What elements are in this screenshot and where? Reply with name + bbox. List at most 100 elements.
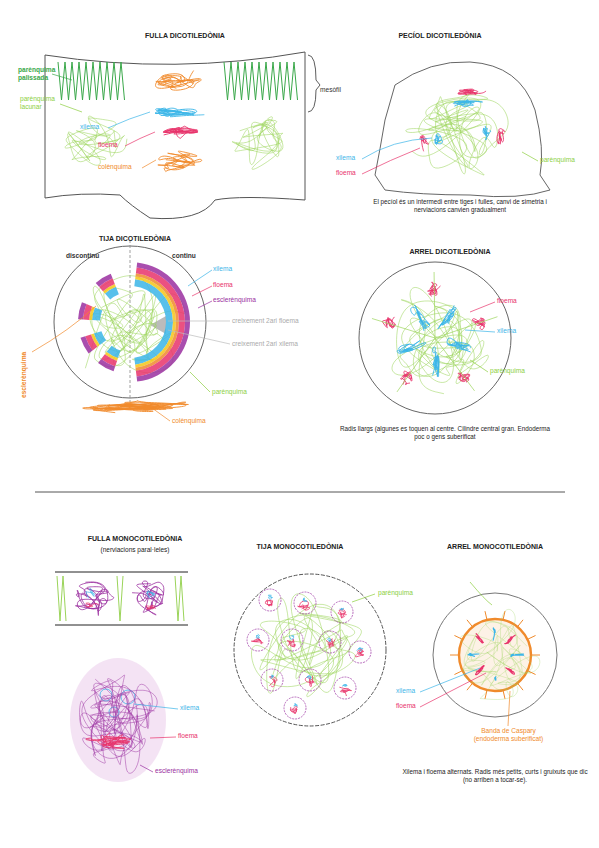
tissue-scribble	[80, 675, 158, 773]
section-panel: TIJA DICOTILEDÒNIA	[15, 230, 315, 430]
tissue-scribble	[86, 733, 131, 749]
endodermis-cell	[531, 655, 540, 656]
tissue-scribble	[453, 99, 482, 106]
leader-line	[140, 765, 153, 772]
tissue-label: xilema	[497, 327, 516, 335]
tissue-scribble	[511, 654, 524, 656]
tissue-scribble	[476, 633, 484, 643]
tissue-label: esclerènquima	[20, 352, 28, 398]
tissue-scribble	[392, 287, 488, 393]
tissue-label: parènquima	[378, 589, 413, 597]
endodermis-cell	[527, 671, 535, 675]
leader-line	[508, 691, 510, 726]
leader-line	[150, 737, 176, 738]
leader-line	[465, 330, 495, 332]
tissue-scribble	[83, 401, 189, 413]
tissue-scribble	[306, 675, 311, 679]
section-panel: ARREL MONOCOTILEDÒNIAXilema i floema alt…	[400, 535, 590, 795]
tissue-scribble	[339, 687, 351, 696]
tissue-ring	[78, 302, 86, 319]
leader-line	[522, 152, 538, 161]
bundle-sheath	[299, 669, 321, 691]
bundle-sheath	[331, 601, 353, 623]
leader-line	[32, 306, 96, 352]
tissue-label: discontinu	[66, 252, 99, 260]
tissue-label: parènquima	[212, 388, 247, 396]
leader-line	[134, 704, 178, 709]
tissue-ring	[137, 262, 190, 381]
leader-line	[470, 302, 495, 312]
endodermis-cell	[527, 635, 535, 639]
bundle-sheath	[284, 697, 306, 719]
tissue-label: floema	[98, 141, 118, 149]
tissue-ring	[98, 359, 115, 371]
section-panel: TIJA MONOCOTILEDÒNIA	[225, 535, 395, 735]
tissue-scribble	[472, 318, 485, 330]
tissue-label: xilema	[396, 687, 415, 695]
section-panel: ARREL DICOTILEDÒNIA Radis llargs (algunes…	[340, 240, 580, 455]
section-panel: FULLA DICOTILEDÒNIA	[15, 28, 335, 223]
palisade-cells	[58, 62, 125, 100]
endodermis-cell	[450, 655, 459, 656]
tissue-ring	[80, 336, 92, 353]
tissue-scribble	[303, 598, 307, 601]
tissue-scribble	[158, 151, 202, 171]
tissue-scribble	[251, 594, 361, 697]
tissue-scribble	[270, 675, 273, 679]
stem-outline	[234, 574, 386, 726]
section-note: Radis llargs (algunes es toquen al centr…	[340, 425, 550, 441]
tissue-label: xilema	[180, 704, 199, 712]
tissue-scribble	[298, 601, 310, 610]
tissue-textures	[57, 62, 540, 773]
tissue-scribble	[147, 591, 155, 599]
tissue-scribble	[505, 635, 516, 644]
endodermis-cell	[485, 611, 487, 620]
tissue-scribble	[232, 117, 283, 170]
palisade-cells	[57, 576, 66, 621]
tissue-label: parènquima palissada	[18, 66, 66, 82]
section-panel: FULLA MONOCOTILEDÒNIA(nerviacions paral·…	[15, 530, 255, 810]
bracket	[308, 55, 320, 112]
section-heading: ARREL DICOTILEDÒNIA	[350, 248, 550, 257]
tissue-label: floema	[396, 702, 416, 710]
root-outline	[359, 262, 511, 414]
tissue-label: floema	[178, 732, 198, 740]
endodermis-cell	[503, 690, 505, 699]
tissue-label: continu	[172, 252, 196, 260]
endodermis-cell	[503, 611, 505, 620]
bundle-sheath	[349, 641, 371, 663]
tissue-label: parènquima lacunar	[20, 95, 65, 111]
palisade-cells	[224, 62, 298, 100]
leader-lines	[32, 74, 538, 772]
tissue-scribble	[163, 126, 198, 138]
ray-line	[435, 338, 475, 391]
palisade-cells	[117, 576, 123, 621]
leader-line	[108, 112, 150, 128]
tissue-scribble	[287, 639, 295, 647]
tissue-scribble	[458, 89, 486, 95]
tissue-label: xilema	[336, 154, 355, 162]
leaf-outline	[45, 52, 305, 219]
tissue-scribble	[447, 338, 471, 352]
tissue-scribble	[326, 639, 335, 648]
bundle-sheath	[319, 631, 341, 653]
bundle-sheath	[281, 629, 303, 651]
bundle-sheath	[294, 592, 316, 614]
outlines	[35, 52, 565, 782]
tissue-scribble	[483, 126, 491, 140]
tissue-label: xilema	[213, 265, 232, 273]
endodermis-cell	[454, 671, 462, 675]
tissue-ring	[96, 274, 113, 287]
leader-line	[192, 286, 212, 296]
section-heading: ARREL MONOCOTILEDÒNIA	[400, 543, 590, 552]
section-heading: FULLA DICOTILEDÒNIA	[85, 32, 285, 41]
endodermis-cell	[467, 683, 473, 690]
tissue-label: colènquima	[172, 417, 206, 425]
tissue-label: parènquima	[540, 156, 575, 164]
tissue-label: esclerènquima	[213, 296, 256, 304]
leader-line	[362, 148, 420, 174]
leader-line	[198, 301, 212, 308]
endodermis-cell	[467, 620, 473, 627]
leader-line	[470, 360, 488, 372]
tissue-scribble	[256, 634, 259, 638]
